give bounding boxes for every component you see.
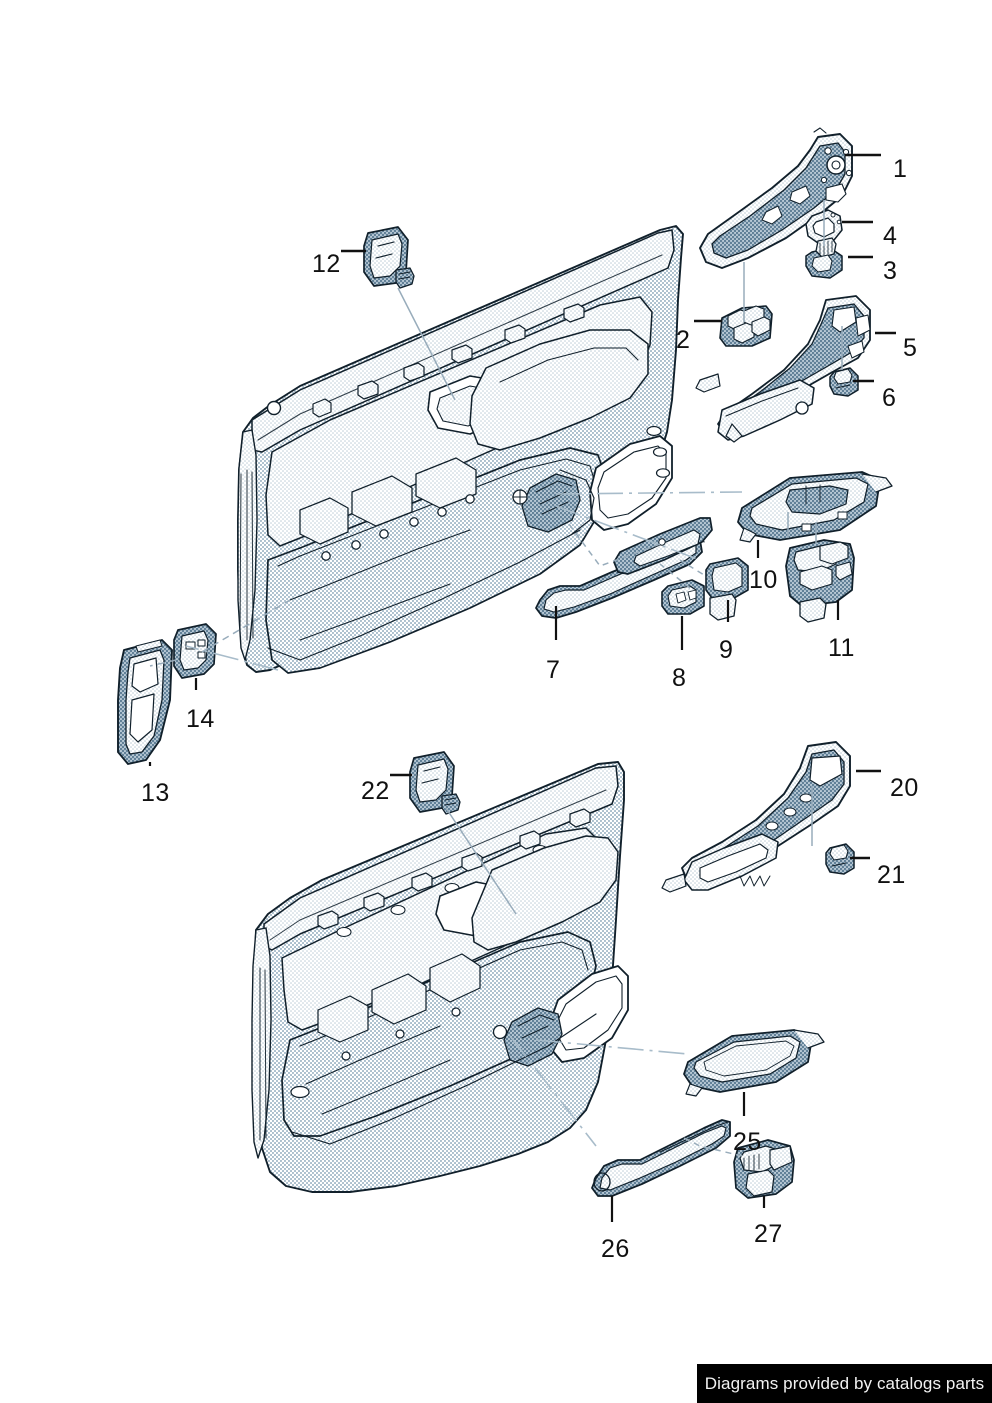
part-12-mirror-switch (363, 226, 415, 289)
callout-number-5: 5 (903, 334, 918, 362)
part-1-front-pull-handle (699, 127, 853, 269)
callout-number-21: 21 (877, 861, 906, 889)
leader-13 (149, 659, 177, 667)
centre-lines (185, 491, 743, 1147)
part-14-window-switch (173, 623, 217, 679)
callout-number-20: 20 (890, 774, 919, 802)
part-9-switch-connector (705, 557, 749, 621)
leader-12 (397, 287, 456, 401)
callout-number-7: 7 (546, 656, 561, 684)
callout-number-27: 27 (754, 1220, 783, 1248)
callout-number-14: 14 (186, 705, 215, 733)
callout-number-13: 13 (141, 779, 170, 807)
callout-number-22: 22 (361, 777, 390, 805)
callout-number-4: 4 (883, 222, 898, 250)
callout-number-8: 8 (672, 664, 687, 692)
leader-22 (445, 807, 517, 915)
centreline-front-latch-to-handle (555, 505, 701, 561)
front-door-trim-panel (237, 225, 684, 674)
part-8-switch (661, 579, 705, 615)
watermark-text: Diagrams provided by catalogs parts (704, 1373, 985, 1393)
part-2-window-switch-block (719, 305, 773, 347)
centreline-front-latch-to-tray (555, 491, 743, 495)
leader-27 (679, 1135, 743, 1157)
callout-number-11: 11 (828, 634, 855, 662)
callout-number-1: 1 (893, 155, 908, 183)
part-3-retaining-clip (805, 237, 843, 279)
part-10-switch-carrier-tray (737, 471, 893, 543)
part-13-door-handle-bezel (117, 639, 173, 765)
centreline-rear-latch-to-tray (535, 1039, 689, 1055)
part-25-switch-carrier-tray (683, 1029, 825, 1097)
part-21-retaining-clip (825, 843, 855, 875)
callout-number-26: 26 (601, 1235, 630, 1263)
part-5-switch-carrier-trim (695, 295, 871, 443)
callout-number-6: 6 (882, 384, 897, 412)
part-27-window-switch (733, 1139, 795, 1199)
part-11-master-switch (785, 539, 855, 623)
leader-7b (565, 519, 661, 567)
callout-stems (148, 540, 840, 1222)
rear-door-trim-panel (251, 761, 629, 1193)
callout-number-2: 2 (676, 326, 691, 354)
callout-rules (341, 153, 896, 860)
part-20-rear-pull-handle (661, 741, 851, 893)
leader-lines (149, 200, 843, 1157)
part-26-grab-handle (591, 1119, 731, 1197)
callout-number-3: 3 (883, 257, 898, 285)
callout-number-9: 9 (719, 636, 734, 664)
centreline-rear-latch-to-handle (509, 1035, 597, 1147)
part-22-rear-switch (409, 751, 461, 815)
part-6-retaining-clip (829, 367, 859, 397)
watermark-banner: Diagrams provided by catalogs parts (697, 1364, 992, 1403)
centreline-front-handle-to-bezel (185, 645, 279, 671)
leader-14 (201, 599, 291, 653)
callout-number-12: 12 (312, 250, 341, 278)
callout-number-25: 25 (733, 1128, 762, 1156)
callout-number-10: 10 (749, 566, 778, 594)
